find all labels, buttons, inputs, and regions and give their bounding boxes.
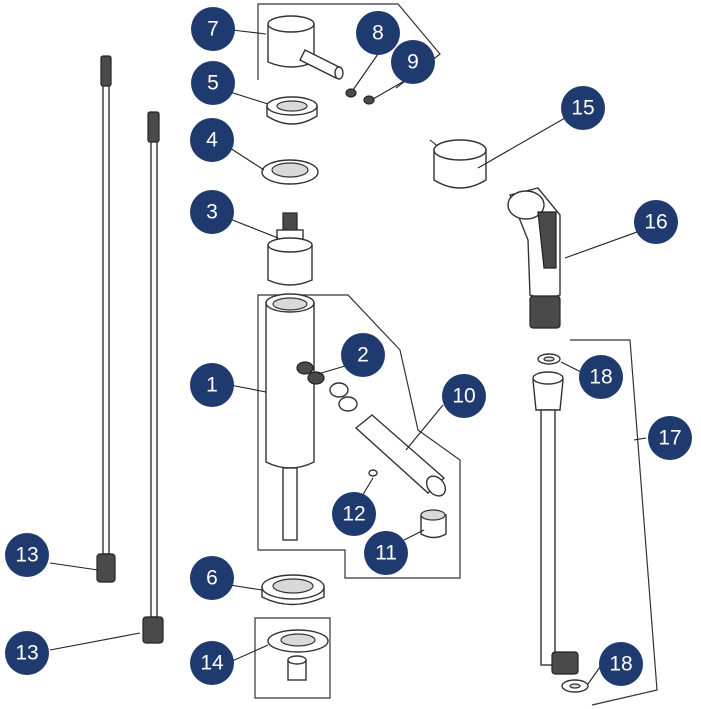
callout-5-label: 5	[207, 72, 219, 95]
body-group-bracket	[257, 294, 461, 579]
callout-18-top-label: 18	[589, 366, 612, 389]
mounting-kit	[267, 629, 329, 681]
callout-6-label: 6	[206, 567, 218, 590]
aerator	[420, 509, 447, 539]
cartridge	[267, 212, 313, 286]
callout-17: 17	[648, 416, 692, 460]
washer-bottom	[561, 679, 589, 693]
callout-12: 12	[332, 492, 376, 536]
callout-1-label: 1	[206, 374, 218, 397]
supply-hose-right	[142, 111, 164, 644]
spray-holder	[429, 139, 487, 189]
lever-handle	[267, 15, 344, 80]
callout-14: 14	[190, 641, 234, 685]
spray-hose	[532, 371, 579, 675]
callout-12-label: 12	[342, 503, 365, 526]
spout	[354, 414, 447, 497]
washer-top	[537, 353, 561, 365]
callout-15: 15	[561, 86, 605, 130]
set-screw	[345, 88, 357, 98]
callout-13-lower-label: 13	[15, 642, 38, 665]
retaining-ring	[261, 159, 319, 185]
screw-cap	[363, 95, 375, 105]
callout-8-label: 8	[372, 22, 384, 45]
callout-2: 2	[341, 333, 385, 377]
callout-4-label: 4	[206, 129, 218, 152]
callout-13-upper-label: 13	[15, 544, 38, 567]
callout-16: 16	[634, 200, 678, 244]
callout-13-lower: 13	[5, 631, 49, 675]
callout-18-bottom-label: 18	[609, 653, 632, 676]
callout-10: 10	[442, 374, 486, 418]
callout-10-label: 10	[452, 385, 475, 408]
cartridge-nut	[266, 96, 318, 125]
faucet-body	[265, 293, 315, 541]
callout-18-top: 18	[579, 355, 623, 399]
side-spray	[507, 187, 561, 329]
callout-18-bottom: 18	[599, 642, 643, 686]
callout-17-label: 17	[658, 427, 681, 450]
callout-1: 1	[190, 363, 234, 407]
callout-11: 11	[364, 531, 408, 575]
small-pin	[368, 469, 378, 477]
base-gasket	[261, 574, 325, 606]
callout-15-label: 15	[571, 97, 594, 120]
callout-14-label: 14	[200, 652, 224, 675]
callout-4: 4	[190, 118, 234, 162]
callout-6: 6	[190, 556, 234, 600]
callout-16-label: 16	[644, 211, 667, 234]
callout-9-label: 9	[407, 51, 419, 74]
mount-group-bracket	[254, 617, 331, 699]
callout-3: 3	[190, 190, 234, 234]
callout-7: 7	[191, 7, 235, 51]
callout-7-label: 7	[207, 18, 219, 41]
callout-3-label: 3	[206, 201, 218, 224]
callout-11-label: 11	[375, 542, 397, 565]
callout-5: 5	[191, 61, 235, 105]
callout-9: 9	[391, 40, 435, 84]
callout-2-label: 2	[357, 344, 369, 367]
hose-group-bracket	[570, 339, 658, 706]
callout-8: 8	[356, 11, 400, 55]
supply-hose-left	[96, 55, 116, 583]
callout-13-upper: 13	[5, 533, 49, 577]
diverter-o-rings	[296, 361, 358, 412]
